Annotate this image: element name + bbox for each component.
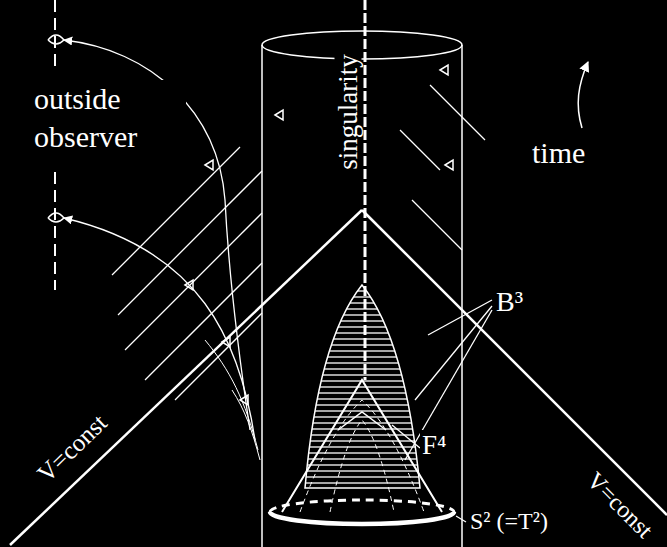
drawing: [10, 0, 667, 547]
inner-cone: [282, 380, 442, 512]
light-ray: [232, 390, 260, 460]
inner-surface: [330, 420, 394, 512]
figure-label: singularity: [335, 52, 362, 172]
ray: [175, 313, 262, 400]
figure-label: S² (=T²): [468, 508, 550, 536]
ray: [430, 85, 485, 140]
sphere-back: [270, 500, 454, 512]
ray: [412, 200, 462, 250]
leader-line: [415, 306, 492, 400]
inner-surface: [300, 400, 424, 512]
cylinder-top: [262, 31, 462, 59]
ray: [118, 171, 262, 315]
inner-apex: [338, 412, 386, 430]
leader-line: [405, 310, 492, 460]
light-ray: [64, 218, 255, 440]
light-ray: [205, 340, 258, 450]
figure-label: V=const: [581, 466, 658, 543]
ray: [125, 213, 262, 350]
null-line: [10, 210, 362, 545]
figure-label: B³: [494, 286, 525, 318]
ray: [112, 147, 240, 275]
figure-label: F⁴: [420, 430, 448, 461]
leader-line: [392, 425, 420, 448]
figure-label: outside observer: [32, 80, 186, 155]
cylinder-side: [261, 45, 263, 547]
ray: [145, 263, 262, 380]
leader-line: [456, 516, 466, 522]
null-line: [362, 210, 667, 515]
cylinder-side: [461, 45, 463, 547]
sphere-front: [270, 512, 454, 524]
observer-worldline: [54, 172, 56, 290]
ray: [400, 130, 440, 170]
figure-label: V=const: [31, 408, 112, 488]
time-arrow: [578, 62, 588, 128]
trapped-region: [305, 285, 420, 488]
figure-label: time: [530, 136, 587, 171]
